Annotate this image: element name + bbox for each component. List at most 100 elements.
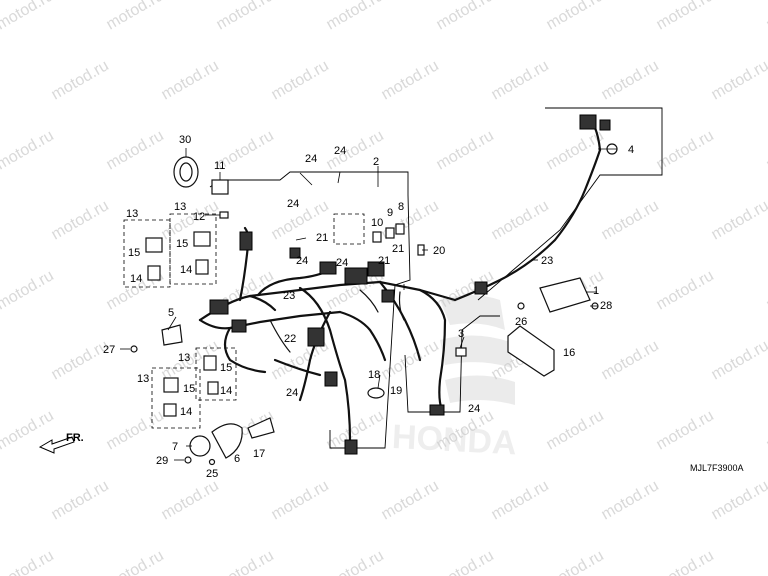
callout-3: 3 (458, 328, 464, 340)
watermark-text: motod.ru (599, 197, 662, 243)
part-18-clamp (367, 387, 385, 399)
watermark-text: motod.ru (0, 57, 2, 103)
callout-10: 10 (371, 217, 383, 229)
watermark-text: motod.ru (599, 57, 662, 103)
watermark-text: motod.ru (654, 0, 717, 33)
watermark-text: motod.ru (764, 127, 768, 173)
leader-lines (120, 148, 617, 461)
watermark-text: motod.ru (324, 0, 387, 33)
callout-13-a: 13 (126, 208, 138, 220)
group-box-13-lower (151, 367, 201, 429)
watermark-text: motod.ru (104, 0, 167, 33)
watermark-text: motod.ru (489, 477, 552, 523)
watermark-text: motod.ru (49, 477, 112, 523)
watermark-text: motod.ru (599, 477, 662, 523)
watermark-text: motod.ru (489, 57, 552, 103)
watermark-text: motod.ru (49, 57, 112, 103)
part-7-horn (189, 435, 211, 457)
part-27-bolt (130, 345, 138, 353)
part-14-connector-b (195, 259, 209, 275)
callout-25: 25 (206, 468, 218, 480)
watermark-text: motod.ru (159, 57, 222, 103)
watermark-text: motod.ru (49, 197, 112, 243)
watermark-text: motod.ru (599, 337, 662, 383)
callout-14-d: 14 (180, 406, 192, 418)
watermark-text: motod.ru (434, 0, 497, 33)
callout-15-a: 15 (128, 247, 140, 259)
callout-13-b: 13 (174, 201, 186, 213)
callout-19: 19 (390, 385, 402, 397)
watermark-text: motod.ru (0, 197, 2, 243)
part-8-connector (395, 223, 405, 235)
harness-connectors (209, 114, 611, 455)
watermark-text: motod.ru (269, 57, 332, 103)
upper-harness-frame (477, 107, 663, 301)
callout-6: 6 (234, 453, 240, 465)
watermark-text: motod.ru (0, 337, 2, 383)
part-15-connector-b (193, 231, 211, 247)
callout-14-a: 14 (130, 273, 142, 285)
callout-30: 30 (179, 134, 191, 146)
callout-24-a: 24 (305, 153, 317, 165)
part-25-nut (208, 458, 216, 466)
callout-15-d: 15 (183, 383, 195, 395)
callout-17: 17 (253, 448, 265, 460)
callout-24-g: 24 (468, 403, 480, 415)
callout-1: 1 (593, 285, 599, 297)
part-15-connector-d (203, 355, 217, 371)
part-3-clip (455, 347, 467, 357)
watermark-text: motod.ru (764, 547, 768, 576)
callout-21-a: 21 (316, 232, 328, 244)
watermark-text: motod.ru (544, 547, 607, 576)
watermark-text: motod.ru (654, 407, 717, 453)
watermark-text: motod.ru (214, 547, 277, 576)
callout-24-e: 24 (336, 257, 348, 269)
callout-24-d: 24 (296, 255, 308, 267)
callout-21-c: 21 (378, 255, 390, 267)
callout-9: 9 (387, 207, 393, 219)
part-1-ecu (539, 277, 591, 313)
watermark-text: motod.ru (379, 477, 442, 523)
callout-2: 2 (373, 156, 379, 168)
callout-11: 11 (214, 160, 225, 172)
part-30-grommet (173, 156, 199, 188)
watermark-text: motod.ru (709, 57, 768, 103)
front-direction-label: FR. (66, 432, 84, 444)
callout-14-c: 14 (220, 385, 232, 397)
watermark-text: motod.ru (0, 0, 57, 33)
callout-23-b: 23 (541, 255, 553, 267)
callout-labels: 30 11 13 13 12 15 15 14 14 24 24 2 24 21… (103, 134, 634, 480)
watermark-text: motod.ru (0, 127, 57, 173)
connector-tray-box (333, 213, 365, 245)
part-10-connector (372, 231, 382, 243)
callout-18: 18 (368, 369, 380, 381)
watermark-text: motod.ru (544, 0, 607, 33)
harness-group-frame (209, 171, 411, 449)
watermark-text: motod.ru (104, 127, 167, 173)
callout-7: 7 (172, 441, 178, 453)
callout-5: 5 (168, 307, 174, 319)
part-9-connector (385, 227, 395, 239)
watermark-text: motod.ru (324, 547, 387, 576)
watermark-text: motod.ru (269, 477, 332, 523)
callout-23-a: 23 (283, 290, 295, 302)
watermark-text: motod.ru (0, 547, 57, 576)
watermark-text: motod.ru (764, 0, 768, 33)
watermark-text: motod.ru (379, 337, 442, 383)
honda-logo-text: HONDA (391, 418, 517, 462)
part-11-relay (211, 179, 229, 195)
connector-block (239, 231, 253, 251)
diagram-code: MJL7F3900A (690, 463, 744, 473)
callout-24-c: 24 (287, 198, 299, 210)
part-12-clip (219, 211, 229, 219)
watermark-text: motod.ru (0, 267, 57, 313)
callout-26: 26 (515, 316, 527, 328)
watermark-text: motod.ru (709, 197, 768, 243)
watermark-text: motod.ru (654, 547, 717, 576)
watermark-text: motod.ru (709, 477, 768, 523)
watermark-text: motod.ru (214, 0, 277, 33)
watermark-text: motod.ru (654, 127, 717, 173)
callout-24-f: 24 (286, 387, 298, 399)
part-17-bracket (247, 417, 275, 439)
